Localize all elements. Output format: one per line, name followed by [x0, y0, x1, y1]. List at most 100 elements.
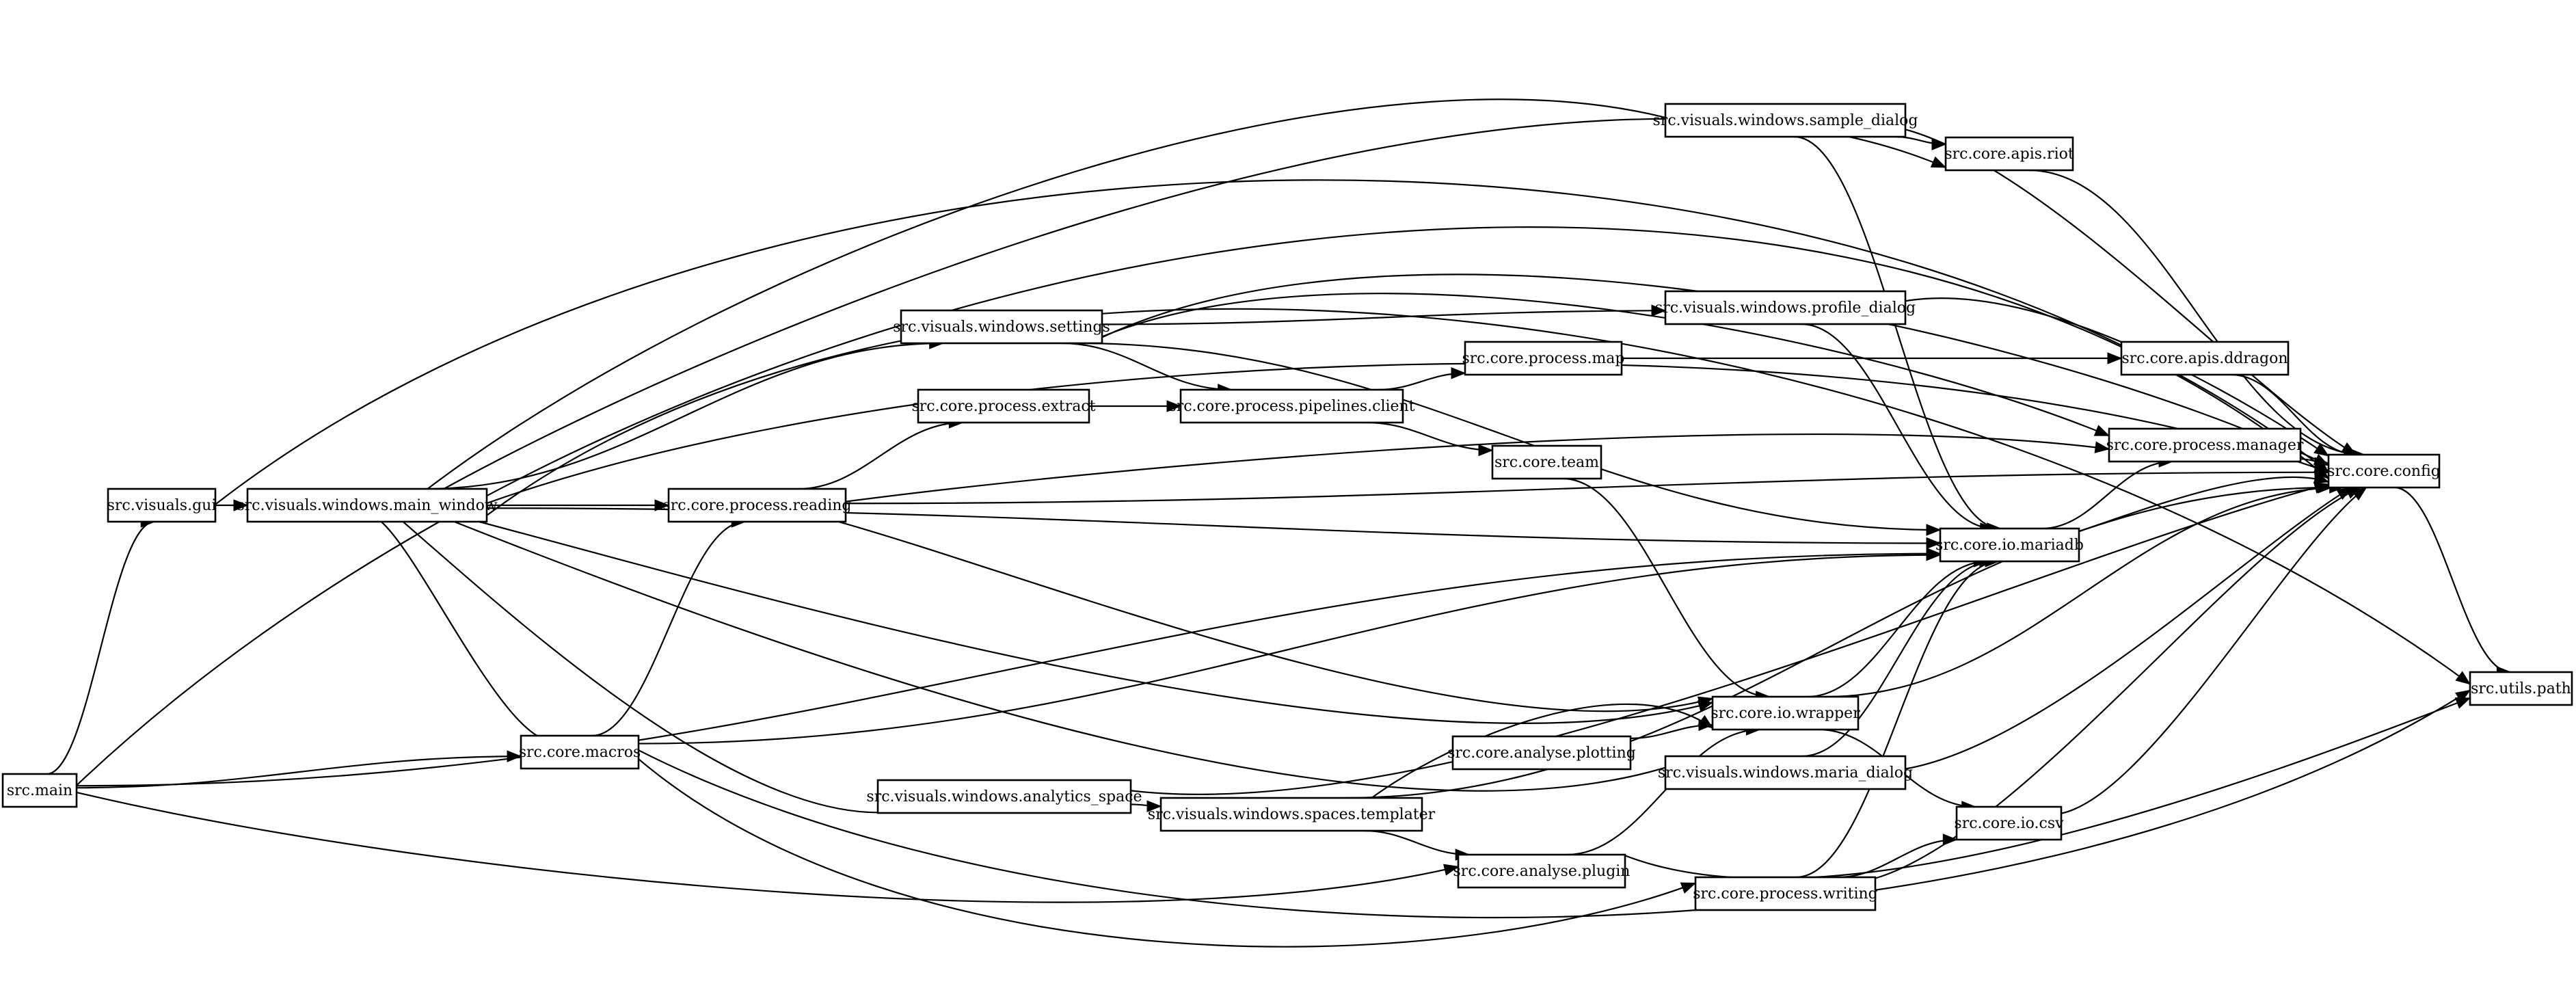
edge-pipelines_client-to-process_map	[1378, 367, 1466, 391]
node-box	[246, 488, 488, 523]
arrowhead	[1931, 138, 1947, 150]
node-box	[1944, 136, 2074, 172]
node-analyse-plotting: src.core.analyse.plotting	[1447, 735, 1636, 771]
node-box	[1664, 290, 1907, 325]
node-box	[1464, 341, 1623, 376]
node-label: src.core.process.pipelines.client	[1168, 398, 1414, 415]
node-box	[917, 388, 1090, 424]
node-io-csv: src.core.io.csv	[1954, 805, 2064, 841]
node-analytics-space: src.visuals.windows.analytics_space	[866, 779, 1142, 814]
node-label: src.core.analyse.plotting	[1447, 745, 1636, 762]
node-io-wrapper: src.core.io.wrapper	[1710, 695, 1860, 731]
arrowhead	[1451, 367, 1466, 379]
node-label: src.visuals.windows.sample_dialog	[1653, 112, 1918, 129]
arrowhead	[2313, 443, 2330, 457]
node-box	[1955, 805, 2063, 841]
arrowhead	[1698, 719, 1714, 732]
node-label: src.core.apis.ddragon	[2121, 350, 2287, 367]
edge-analyse_plotting-to-io_wrapper	[1630, 719, 1714, 739]
edge-core_macros-to-io_mariadb	[638, 548, 1942, 745]
edges-layer	[46, 98, 2512, 948]
edge-src_main-to-io_mariadb	[76, 547, 1942, 787]
arrowhead	[2455, 671, 2471, 685]
node-label: src.core.io.wrapper	[1710, 705, 1860, 722]
edge-analytics_space-to-core_config	[1073, 481, 2330, 795]
node-box	[2327, 453, 2441, 489]
node-label: src.core.process.manager	[2106, 437, 2304, 454]
arrowhead	[2351, 487, 2367, 501]
edge-main_window-to-utils_path	[486, 308, 2471, 685]
node-box	[1159, 797, 1423, 832]
node-core-team: src.core.team	[1491, 444, 1602, 480]
node-process-map: src.core.process.map	[1462, 341, 1625, 376]
edge-windows_settings-to-profile_dialog	[1101, 304, 1667, 325]
arrowhead	[1166, 400, 1182, 412]
arrowhead	[1926, 524, 1942, 536]
edge-main_window-to-process_reading	[487, 499, 670, 511]
node-apis-ddragon: src.core.apis.ddragon	[2120, 341, 2290, 376]
node-label: src.utils.path	[2471, 680, 2571, 697]
node-label: src.core.team	[1494, 454, 1599, 471]
node-label: src.visuals.windows.profile_dialog	[1655, 299, 1916, 317]
node-spaces-templater: src.visuals.windows.spaces.templater	[1148, 797, 1436, 832]
node-box	[1491, 444, 1602, 480]
node-process-reading: src.core.process.reading	[663, 488, 852, 523]
node-box	[1664, 103, 1907, 138]
arrowhead	[1697, 696, 1714, 708]
edge-main_window-to-analytics_space	[402, 521, 969, 814]
node-box	[1457, 853, 1626, 889]
node-maria-dialog: src.visuals.windows.maria_dialog	[1658, 755, 1913, 790]
node-label: src.core.io.mariadb	[1935, 537, 2084, 554]
edge-core_config-to-utils_path	[2394, 486, 2512, 678]
node-label: src.visuals.windows.main_window	[237, 497, 498, 514]
edge-process_reading-to-io_wrapper	[837, 520, 1714, 712]
arrowhead	[1926, 548, 1942, 561]
edge-io_wrapper-to-core_config	[1825, 481, 2344, 698]
node-src-main: src.main	[1, 773, 78, 808]
edge-src_visuals_gui-to-core_config	[215, 179, 2330, 505]
edge-src_visuals_gui-to-main_window	[215, 499, 249, 511]
node-box	[2469, 671, 2573, 706]
edge-process_map-to-apis_ddragon	[1622, 352, 2123, 364]
node-box	[1664, 755, 1907, 790]
edge-sample_dialog-to-io_mariadb	[1794, 135, 2002, 535]
arrowhead	[1926, 537, 1942, 550]
node-box	[1711, 695, 1860, 731]
node-utils-path: src.utils.path	[2469, 671, 2573, 706]
node-label: src.visuals.windows.analytics_space	[866, 788, 1142, 805]
edge-io_wrapper-to-io_mariadb	[1807, 555, 1989, 698]
node-apis-riot: src.core.apis.riot	[1944, 136, 2074, 172]
node-analyse-plugin: src.core.analyse.plugin	[1453, 853, 1630, 889]
arrowhead	[1146, 800, 1162, 812]
arrowhead	[1651, 304, 1667, 317]
node-box	[1451, 735, 1632, 771]
arrowhead	[2454, 697, 2471, 709]
node-box	[1939, 527, 2080, 563]
edge-sample_dialog-to-core_config	[1812, 122, 2357, 455]
edge-process_extract-to-pipelines_client	[1089, 400, 1182, 412]
edge-src_main-to-analyse_plugin	[76, 791, 1460, 903]
edge-pipelines_client-to-core_team	[1366, 421, 1494, 457]
node-src-visuals-gui: src.visuals.gui	[107, 488, 217, 523]
edge-core_macros-to-process_writing	[638, 758, 1697, 948]
node-label: src.core.process.writing	[1693, 885, 1878, 903]
node-box	[1179, 388, 1404, 424]
node-box	[2120, 341, 2290, 376]
edge-src_main-to-src_visuals_gui	[46, 516, 156, 775]
edge-windows_settings-to-pipelines_client	[1061, 342, 1233, 396]
node-label: src.visuals.windows.spaces.templater	[1148, 806, 1436, 823]
node-label: src.visuals.gui	[107, 497, 217, 514]
node-box	[520, 734, 640, 770]
edge-core_macros-to-process_reading	[591, 516, 747, 737]
node-main-window: src.visuals.windows.main_window	[237, 488, 498, 523]
nodes-layer: src.main src.visuals.gui src.visuals.windo…	[1, 103, 2573, 911]
node-label: src.core.process.reading	[663, 497, 852, 514]
node-label: src.core.process.extract	[911, 398, 1095, 415]
edge-process_reading-to-process_manager	[845, 433, 2110, 503]
edge-main_window-to-core_config	[486, 362, 2330, 505]
node-label: src.core.io.csv	[1954, 815, 2064, 832]
node-label: src.core.apis.riot	[1944, 146, 2074, 163]
node-box	[876, 779, 1132, 814]
node-box	[2108, 427, 2302, 463]
arrowhead	[1478, 444, 1494, 457]
